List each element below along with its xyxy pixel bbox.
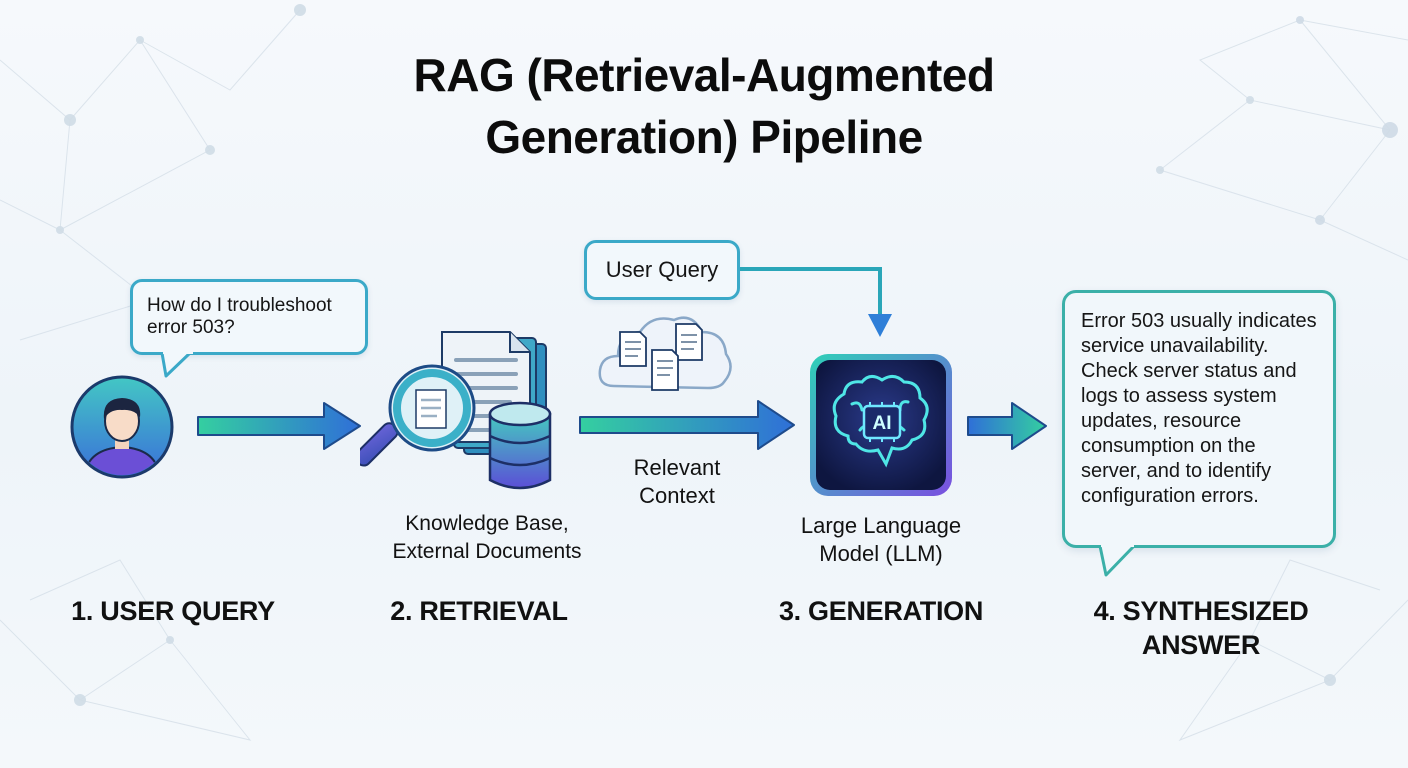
llm-brain-icon: AI bbox=[810, 354, 952, 496]
llm-label-line-1: Large Language bbox=[800, 513, 962, 538]
flow-arrow-1 bbox=[197, 402, 361, 450]
answer-line: service unavailability. bbox=[1081, 335, 1269, 357]
knowledge-base-icon bbox=[360, 331, 552, 490]
relevant-context-line-1: Relevant bbox=[633, 455, 721, 480]
cloud-documents-icon bbox=[598, 316, 732, 391]
step-4-label: 4. SYNTHESIZED ANSWER bbox=[1070, 594, 1332, 662]
knowledge-base-label: Knowledge Base, External Documents bbox=[362, 510, 612, 566]
user-query-bubble-tail bbox=[160, 350, 193, 378]
answer-line: logs to assess system bbox=[1081, 385, 1277, 407]
user-avatar-icon bbox=[70, 375, 174, 479]
ai-chip-label: AI bbox=[873, 413, 892, 434]
user-query-line-1: How do I troubleshoot bbox=[147, 295, 332, 316]
answer-line: server, and to identify bbox=[1081, 460, 1272, 482]
database-icon bbox=[488, 401, 552, 490]
step-2-label: 2. RETRIEVAL bbox=[390, 596, 568, 626]
title-line-2: Generation) Pipeline bbox=[485, 111, 923, 163]
knowledge-base-label-line-2: External Documents bbox=[392, 540, 582, 563]
magnifier-icon bbox=[360, 364, 476, 467]
user-query-box: User Query bbox=[584, 240, 740, 300]
query-connector-arrow bbox=[740, 267, 892, 337]
flow-arrow-3 bbox=[967, 402, 1047, 450]
title-line-1: RAG (Retrieval-Augmented bbox=[413, 49, 995, 101]
synthesized-answer-box: Error 503 usually indicates service unav… bbox=[1062, 290, 1336, 548]
flow-arrow-2 bbox=[579, 400, 795, 450]
user-query-line-2: error 503? bbox=[147, 317, 235, 338]
answer-line: updates, resource bbox=[1081, 410, 1242, 432]
answer-line: Error 503 usually indicates bbox=[1081, 310, 1317, 332]
answer-line: consumption on the bbox=[1081, 435, 1256, 457]
llm-label-line-2: Model (LLM) bbox=[819, 541, 943, 566]
relevant-context-line-2: Context bbox=[639, 483, 715, 508]
knowledge-base-label-line-1: Knowledge Base, bbox=[405, 512, 569, 535]
step-3-label: 3. GENERATION bbox=[778, 596, 984, 626]
user-query-box-label: User Query bbox=[605, 257, 719, 282]
page-title: RAG (Retrieval-Augmented Generation) Pip… bbox=[0, 44, 1408, 168]
llm-label: Large Language Model (LLM) bbox=[770, 512, 992, 568]
user-query-bubble: How do I troubleshoot error 503? bbox=[130, 279, 368, 355]
relevant-context-label: Relevant Context bbox=[600, 454, 754, 510]
answer-bubble-tail bbox=[1098, 543, 1136, 577]
step-4-label-line-2: ANSWER bbox=[1141, 630, 1261, 660]
step-1-label: 1. USER QUERY bbox=[71, 596, 275, 626]
answer-line: configuration errors. bbox=[1081, 485, 1259, 507]
answer-line: Check server status and bbox=[1081, 360, 1297, 382]
step-4-label-line-1: 4. SYNTHESIZED bbox=[1093, 596, 1309, 626]
